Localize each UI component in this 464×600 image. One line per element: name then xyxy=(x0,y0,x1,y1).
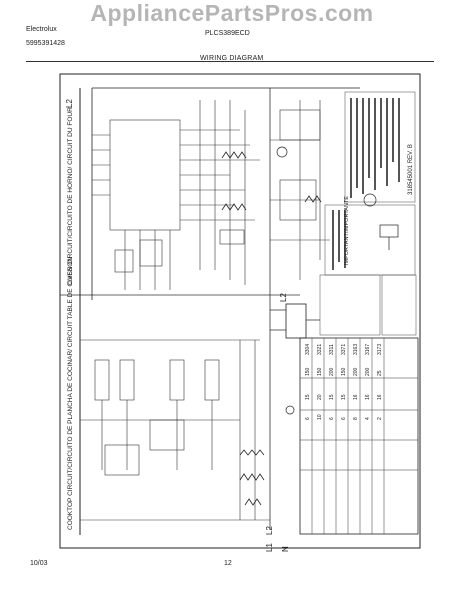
diagram-frame xyxy=(59,73,421,549)
rating-table xyxy=(299,337,419,535)
document-revision: 318545001 REV. B xyxy=(408,144,414,195)
table-row-6-b: 16 xyxy=(365,394,371,400)
cooktop-wiring xyxy=(80,339,270,521)
table-row-4-b: 15 xyxy=(341,394,347,400)
table-row-2-b: 20 xyxy=(317,394,323,400)
line-label-l2-top: L2 xyxy=(65,99,74,108)
table-row-4-c: 150 xyxy=(341,367,347,376)
footer-date: 10/03 xyxy=(30,560,48,567)
cooktop-element-zigzags xyxy=(239,449,265,506)
line-label-l1: L1 xyxy=(265,543,274,552)
important-note: IMPORTANT/IMPORTANTE xyxy=(344,196,350,265)
table-row-1-d: 3304 xyxy=(305,344,311,355)
oven-element-zigzags xyxy=(221,151,322,211)
table-row-5-a: 8 xyxy=(353,417,359,420)
table-row-3-a: 6 xyxy=(329,417,335,420)
part-number: 5995391428 xyxy=(26,40,65,47)
table-row-3-c: 200 xyxy=(329,367,335,376)
table-row-6-d: 3167 xyxy=(365,344,371,355)
table-row-1-a: 6 xyxy=(305,417,311,420)
table-row-3-d: 3311 xyxy=(329,344,335,355)
oven-wiring xyxy=(92,100,330,290)
cooktop-circuit-heading: COOKTOP CIRCUIT/CIRCUITO DE PLANCHA DE C… xyxy=(67,257,74,530)
table-row-4-a: 6 xyxy=(341,417,347,420)
table-row-7-c: 25 xyxy=(377,370,383,376)
indicator-lamp-icon xyxy=(285,405,295,415)
table-row-3-b: 15 xyxy=(329,394,335,400)
oven-components xyxy=(276,146,377,415)
coil-icon xyxy=(379,224,399,250)
terminal-block xyxy=(285,303,307,339)
line-label-l2-mid: L2 xyxy=(279,293,288,302)
table-row-7-d: 3173 xyxy=(377,344,383,355)
table-row-1-b: 15 xyxy=(305,394,311,400)
table-row-1-c: 150 xyxy=(305,367,311,376)
oven-control-board xyxy=(109,119,181,231)
cooling-fan-icon xyxy=(363,193,377,207)
rating-table-values: 6 15 150 3304 10 20 150 3321 6 15 200 33… xyxy=(305,344,383,420)
table-row-5-b: 16 xyxy=(353,394,359,400)
footer-page-number: 12 xyxy=(224,560,232,567)
table-row-7-a: 2 xyxy=(377,417,383,420)
table-row-6-a: 4 xyxy=(365,417,371,420)
line-label-n: N xyxy=(281,546,290,552)
table-row-2-a: 10 xyxy=(317,414,323,420)
oven-circuit-heading: OVEN CIRCUIT/CIRCUITO DE HORNO/ CIRCUIT … xyxy=(67,107,74,285)
table-row-4-d: 3371 xyxy=(341,344,347,355)
table-row-5-c: 200 xyxy=(353,367,359,376)
notes-block xyxy=(319,91,417,336)
notes-text-lines xyxy=(332,98,400,270)
table-row-6-c: 200 xyxy=(365,367,371,376)
watermark: AppliancePartsPros.com xyxy=(90,0,374,26)
header-rule xyxy=(26,61,434,62)
oven-lamp-icon xyxy=(276,146,288,158)
table-row-5-d: 3163 xyxy=(353,344,359,355)
table-row-2-c: 150 xyxy=(317,367,323,376)
table-row-7-b: 16 xyxy=(377,394,383,400)
page-title: WIRING DIAGRAM xyxy=(200,55,264,62)
line-label-l2-bottom: L2 xyxy=(265,526,274,535)
table-row-2-d: 3321 xyxy=(317,344,323,355)
model-number: PLCS389ECD xyxy=(205,30,250,37)
brand-label: Electrolux xyxy=(26,26,57,33)
